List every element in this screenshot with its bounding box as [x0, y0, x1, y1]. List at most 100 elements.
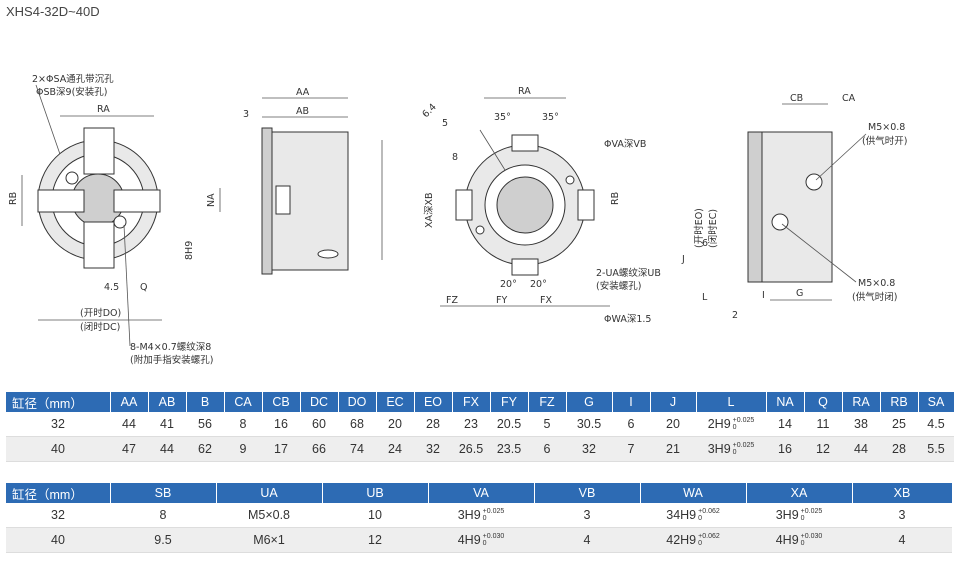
table-cell: 5.5 — [918, 436, 954, 462]
table-cell: 40 — [6, 527, 110, 553]
table-cell: 41 — [148, 412, 186, 437]
dim-6-4: 6.4 — [420, 102, 438, 120]
xa-note: XA深XB — [424, 192, 435, 228]
table-cell: 20 — [376, 412, 414, 437]
port-close-icon — [771, 213, 789, 231]
ua-note-2: (安装螺孔) — [596, 280, 641, 292]
table-cell: 9.5 — [110, 527, 216, 553]
angle-35-a: 35° — [494, 112, 511, 123]
fy-label: FY — [496, 295, 507, 306]
table-cell: 60 — [300, 412, 338, 437]
fz-label: FZ — [446, 295, 458, 306]
i-label: I — [762, 290, 765, 301]
table-cell: 23 — [452, 412, 490, 437]
ra2-label: RA — [518, 86, 531, 97]
header-cell: UA — [216, 483, 323, 503]
table-cell: 74 — [338, 436, 376, 462]
header-cell: NA — [766, 392, 805, 412]
header-cell: 缸径（mm） — [6, 392, 111, 412]
table-cell: 3 — [534, 503, 640, 528]
port-view: CB CA M5×0.8 (供气时开) (开时EO) (闭时EC) 6 J L … — [681, 93, 907, 321]
header-cell: VB — [534, 483, 641, 503]
table-cell: 12 — [804, 436, 842, 462]
gripper-body-ports — [761, 131, 833, 283]
ca-label: CA — [842, 93, 856, 104]
header-cell: B — [186, 392, 225, 412]
header-cell: CA — [224, 392, 263, 412]
angle-35-b: 35° — [542, 112, 559, 123]
header-cell: DC — [300, 392, 339, 412]
table-cell: 47 — [110, 436, 148, 462]
header-cell: SB — [110, 483, 217, 503]
table-cell: 23.5 — [490, 436, 528, 462]
table-cell: 44 — [842, 436, 880, 462]
table-cell: 11 — [804, 412, 842, 437]
table-cell: 28 — [414, 412, 452, 437]
header-cell: G — [566, 392, 613, 412]
cb-label: CB — [790, 93, 803, 104]
table-cell: M5×0.8 — [216, 503, 322, 528]
table-cell: 38 — [842, 412, 880, 437]
header-cell: AA — [110, 392, 149, 412]
table-cell: 26.5 — [452, 436, 490, 462]
header-cell: RA — [842, 392, 881, 412]
table-cell: 68 — [338, 412, 376, 437]
table-cell: 32 — [6, 503, 110, 528]
dim-3-label: 3 — [243, 109, 249, 120]
m5-open-note-2: (供气时开) — [862, 135, 907, 147]
table-cell: 32 — [414, 436, 452, 462]
l-label: L — [702, 292, 708, 303]
do-note: (开时DO) — [80, 307, 121, 319]
header-cell: RB — [880, 392, 919, 412]
fx-label: FX — [540, 295, 552, 306]
m4-note: 8-M4×0.7螺纹深8 — [130, 341, 211, 353]
ra-label: RA — [97, 104, 110, 115]
table-cell: 3 — [852, 503, 952, 528]
dim-6: 6 — [702, 238, 708, 249]
header-cell: EO — [414, 392, 453, 412]
model-title: XHS4-32D~40D — [6, 4, 100, 19]
table-cell: 8 — [224, 412, 262, 437]
sa-note: 2×ΦSA通孔带沉孔 — [32, 74, 114, 85]
table-cell: 16 — [766, 436, 804, 462]
header-cell: XA — [746, 483, 853, 503]
header-cell: UB — [322, 483, 429, 503]
table-cell: 10 — [322, 503, 428, 528]
dim-2: 2 — [732, 310, 738, 321]
header-cell: EC — [376, 392, 415, 412]
header-cell: FY — [490, 392, 529, 412]
table-cell: 32 — [566, 436, 612, 462]
table-cell: 12 — [322, 527, 428, 553]
header-cell: FX — [452, 392, 491, 412]
q-label: Q — [140, 282, 147, 293]
sb-note: ΦSB深9(安装孔) — [36, 86, 107, 98]
header-cell: SA — [918, 392, 955, 412]
table-cell: 6 — [528, 436, 566, 462]
dc-note: (闭时DC) — [80, 321, 120, 333]
header-cell: L — [696, 392, 767, 412]
dim-4-5: 4.5 — [104, 282, 119, 293]
table-cell: 25 — [880, 412, 918, 437]
m4-note-2: (附加手指安装螺孔) — [130, 354, 213, 366]
table-cell: 5 — [528, 412, 566, 437]
header-cell: WA — [640, 483, 747, 503]
m5-close-note: M5×0.8 — [858, 278, 895, 289]
table-cell: 7 — [612, 436, 650, 462]
table-cell: 62 — [186, 436, 224, 462]
ec-note: (闭时EC) — [707, 209, 719, 248]
header-cell: J — [650, 392, 697, 412]
